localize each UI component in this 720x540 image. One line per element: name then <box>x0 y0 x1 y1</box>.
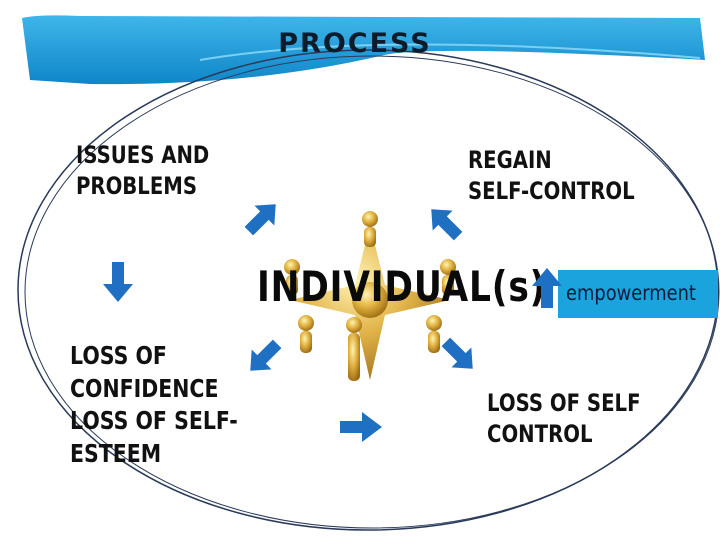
arrow-diagonal-down-right-icon <box>244 204 276 236</box>
arrow-down-icon <box>103 262 133 302</box>
page-title: PROCESS <box>278 28 432 59</box>
empowerment-label: empowerment <box>566 281 696 305</box>
node-regain-self-control: REGAIN SELF-CONTROL <box>468 146 635 206</box>
arrow-diagonal-down-left-icon <box>250 339 282 371</box>
teamwork-figure <box>284 211 456 381</box>
node-loss-of-self-control: LOSS OF SELF CONTROL <box>487 389 641 449</box>
arrow-diagonal-down-right-2-icon <box>441 337 473 369</box>
arrow-right-icon <box>340 412 382 442</box>
arrow-up-icon <box>532 268 562 308</box>
center-individuals: INDIVIDUAL(s) <box>257 262 547 311</box>
arrow-diagonal-up-right-icon <box>431 209 463 241</box>
node-loss-of-confidence: LOSS OF CONFIDENCE LOSS OF SELF- ESTEEM <box>70 341 238 468</box>
node-issues-and-problems: ISSUES AND PROBLEMS <box>76 141 210 201</box>
empowerment-box <box>558 270 718 318</box>
